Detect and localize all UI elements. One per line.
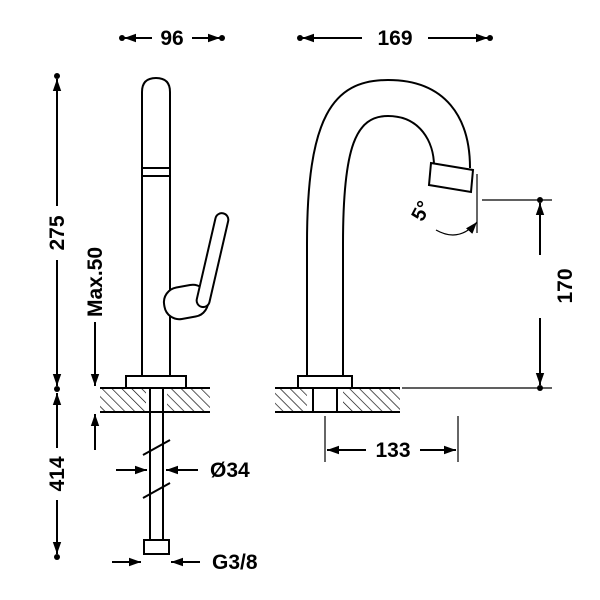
faucet-body-side — [141, 76, 171, 383]
deck-hatch-left-b — [167, 388, 210, 412]
dimension-spout-angle: 5° — [408, 198, 478, 236]
base-flange-side — [125, 375, 187, 389]
deck-hatch-left-a — [100, 388, 146, 412]
dim-end-dot — [219, 35, 225, 41]
dim-5deg-label: 5° — [408, 198, 436, 225]
spout-curve-inner — [342, 114, 435, 245]
pipe-break-mark-1 — [142, 439, 171, 456]
faucet-side-view — [125, 76, 230, 555]
deck-section-left — [100, 387, 210, 413]
deck-hatch-right-b — [343, 388, 400, 412]
deck-hatch-right-a — [275, 388, 307, 412]
handle-lever — [195, 212, 230, 309]
dim-169-label: 169 — [377, 27, 412, 50]
connection-fitting — [143, 539, 170, 555]
dim-414-label: 414 — [46, 456, 69, 491]
dimension-width-side: 96 — [119, 27, 225, 50]
dim-end-dot — [537, 197, 543, 203]
dim-end-dot — [297, 35, 303, 41]
dim-d34-label: Ø34 — [210, 459, 250, 482]
dimension-height-above-deck: 275 — [46, 73, 69, 392]
dim-96-label: 96 — [160, 27, 183, 50]
dim-133-label: 133 — [375, 439, 410, 462]
angle-arc-arrow — [435, 221, 478, 236]
dim-max50-label: Max.50 — [84, 247, 107, 317]
base-flange-front — [297, 375, 353, 389]
dimension-overall-height: 414 — [46, 393, 69, 560]
dim-end-dot — [537, 385, 543, 391]
dim-275-label: 275 — [46, 215, 69, 250]
dimension-spout-height: 170 — [402, 197, 577, 391]
dimension-width-front: 169 — [297, 27, 493, 50]
dim-g38-label: G3/8 — [212, 551, 258, 574]
pipe-break-mark-2 — [142, 482, 171, 499]
dim-end-dot — [54, 386, 60, 392]
aerator-tip — [427, 161, 475, 194]
dim-end-dot — [119, 35, 125, 41]
dim-end-dot — [54, 73, 60, 79]
dimension-hole-diameter: Ø34 — [116, 459, 250, 482]
dimension-max-deck-thickness: Max.50 — [84, 247, 107, 450]
spout-curve-outer — [306, 78, 471, 245]
dim-end-dot — [487, 35, 493, 41]
dimension-spout-reach: 133 — [324, 416, 459, 462]
dim-end-dot — [54, 554, 60, 560]
dim-170-label: 170 — [554, 268, 577, 303]
faucet-front-view — [297, 78, 478, 412]
dimension-thread: G3/8 — [112, 551, 258, 574]
